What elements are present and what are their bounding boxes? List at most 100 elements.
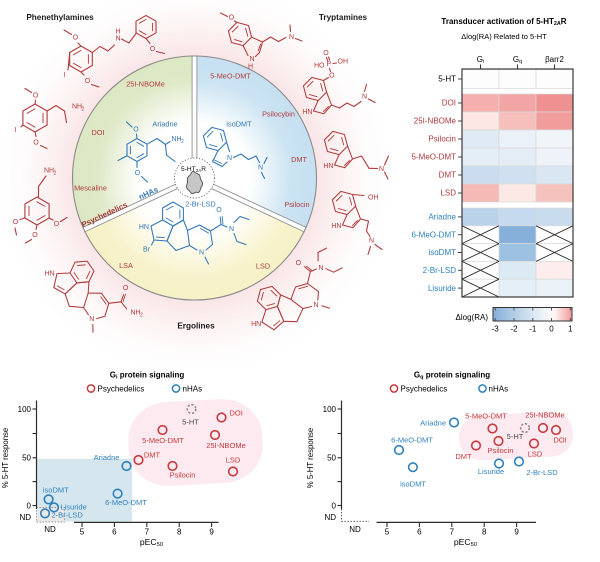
- svg-text:Phenethylamines: Phenethylamines: [26, 13, 94, 22]
- svg-text:βarr2: βarr2: [545, 55, 564, 64]
- svg-text:HN: HN: [331, 223, 341, 230]
- svg-text:Δlog(RA): Δlog(RA): [456, 313, 489, 322]
- svg-text:O: O: [133, 127, 139, 134]
- svg-text:5-HT2AR: 5-HT2AR: [181, 166, 206, 173]
- svg-text:O: O: [85, 78, 91, 85]
- svg-text:ND: ND: [44, 525, 56, 534]
- svg-text:6: 6: [112, 527, 117, 536]
- svg-text:HO: HO: [314, 63, 325, 70]
- svg-text:Gq protein signaling: Gq protein signaling: [414, 371, 490, 381]
- svg-text:50: 50: [327, 454, 336, 463]
- svg-text:O: O: [13, 219, 19, 226]
- svg-text:O: O: [296, 260, 302, 267]
- svg-text:-2: -2: [510, 325, 518, 334]
- svg-text:O: O: [73, 35, 79, 42]
- svg-text:N: N: [89, 316, 94, 323]
- svg-text:N: N: [318, 265, 323, 272]
- svg-text:2: 2: [54, 171, 57, 177]
- svg-text:HN: HN: [139, 224, 149, 231]
- svg-text:DMT: DMT: [439, 171, 456, 180]
- svg-text:O: O: [150, 46, 156, 53]
- svg-text:5-MeO-DMT: 5-MeO-DMT: [412, 153, 457, 162]
- svg-text:Br: Br: [143, 247, 151, 254]
- svg-text:25I-NBOMe: 25I-NBOMe: [414, 117, 457, 126]
- svg-text:HN: HN: [323, 163, 333, 170]
- svg-text:Transducer activation of 5-HT2: Transducer activation of 5-HT2AR: [441, 17, 566, 27]
- svg-text:DOI: DOI: [442, 99, 456, 108]
- svg-text:O: O: [216, 207, 222, 214]
- svg-text:Lisuride: Lisuride: [61, 503, 87, 512]
- svg-text:LSA: LSA: [119, 261, 133, 270]
- svg-text:O: O: [54, 221, 60, 228]
- svg-text:0: 0: [549, 325, 554, 334]
- svg-text:Ariadne: Ariadne: [420, 419, 446, 428]
- svg-text:Ariadne: Ariadne: [428, 213, 456, 222]
- svg-text:isoDMT: isoDMT: [428, 248, 456, 257]
- svg-text:Gi protein signaling: Gi protein signaling: [110, 371, 185, 381]
- svg-text:NH: NH: [44, 168, 54, 175]
- svg-text:Ariadne: Ariadne: [94, 453, 120, 462]
- svg-text:5: 5: [80, 527, 85, 536]
- svg-text:Psilocin: Psilocin: [284, 200, 309, 209]
- svg-text:Psychedelics: Psychedelics: [98, 385, 145, 394]
- svg-text:isoDMT: isoDMT: [226, 120, 252, 129]
- svg-text:OH: OH: [368, 195, 379, 202]
- svg-text:Psychedelics: Psychedelics: [401, 385, 448, 394]
- svg-text:pEC50: pEC50: [140, 537, 163, 548]
- svg-text:O: O: [329, 73, 335, 80]
- svg-text:HN: HN: [302, 109, 312, 116]
- svg-text:Ergolines: Ergolines: [177, 322, 215, 331]
- svg-text:Psilocin: Psilocin: [428, 135, 456, 144]
- svg-text:DOI: DOI: [92, 128, 105, 137]
- svg-text:7: 7: [145, 527, 150, 536]
- svg-text:isoDMT: isoDMT: [43, 486, 69, 495]
- svg-text:6-MeO-DMT: 6-MeO-DMT: [391, 436, 433, 445]
- svg-text:Gq: Gq: [513, 55, 522, 65]
- svg-text:ND: ND: [324, 513, 336, 522]
- svg-text:N: N: [362, 94, 367, 101]
- svg-text:9: 9: [514, 527, 519, 536]
- svg-text:Mescaline: Mescaline: [74, 184, 107, 193]
- svg-text:6: 6: [417, 527, 422, 536]
- svg-text:O: O: [33, 93, 39, 100]
- svg-text:LSD: LSD: [256, 262, 270, 271]
- svg-text:50: 50: [22, 454, 31, 463]
- svg-text:LSD: LSD: [528, 450, 543, 459]
- svg-text:N: N: [289, 34, 294, 41]
- svg-text:8: 8: [177, 527, 182, 536]
- svg-text:% 5-HT response: % 5-HT response: [1, 428, 10, 489]
- svg-text:2: 2: [82, 107, 85, 113]
- svg-text:ND: ND: [349, 525, 361, 534]
- svg-text:O: O: [33, 140, 39, 147]
- svg-text:N: N: [313, 302, 318, 309]
- svg-text:Psilocybin: Psilocybin: [262, 110, 295, 119]
- svg-text:DMT: DMT: [144, 451, 161, 460]
- svg-text:O: O: [123, 285, 129, 292]
- svg-text:N: N: [199, 250, 204, 257]
- svg-text:% 5-HT response: % 5-HT response: [306, 428, 315, 489]
- svg-text:Psilocin: Psilocin: [170, 471, 196, 480]
- svg-text:H: H: [115, 29, 120, 36]
- svg-text:100: 100: [18, 405, 32, 414]
- svg-text:5-HT: 5-HT: [438, 75, 456, 84]
- svg-text:NH: NH: [172, 136, 182, 143]
- svg-text:2-Br-LSD: 2-Br-LSD: [52, 511, 84, 520]
- svg-text:N: N: [369, 238, 374, 245]
- svg-text:9: 9: [209, 527, 214, 536]
- svg-text:isoDMT: isoDMT: [400, 480, 426, 489]
- svg-text:N: N: [258, 165, 263, 172]
- svg-text:nHAs: nHAs: [183, 385, 203, 394]
- svg-text:NH: NH: [130, 309, 140, 316]
- svg-text:0: 0: [332, 501, 337, 510]
- svg-text:Ariadne: Ariadne: [152, 120, 177, 129]
- svg-text:-3: -3: [492, 325, 500, 334]
- svg-text:LSD: LSD: [440, 189, 456, 198]
- svg-text:5-MeO-DMT: 5-MeO-DMT: [142, 436, 184, 445]
- svg-text:25I-NBOMe: 25I-NBOMe: [206, 441, 246, 450]
- svg-text:25I-NBOMe: 25I-NBOMe: [525, 411, 565, 420]
- svg-text:7: 7: [450, 527, 455, 536]
- svg-text:N: N: [249, 56, 254, 63]
- svg-text:DMT: DMT: [455, 452, 472, 461]
- svg-text:DOI: DOI: [553, 436, 566, 445]
- svg-text:O: O: [323, 50, 329, 57]
